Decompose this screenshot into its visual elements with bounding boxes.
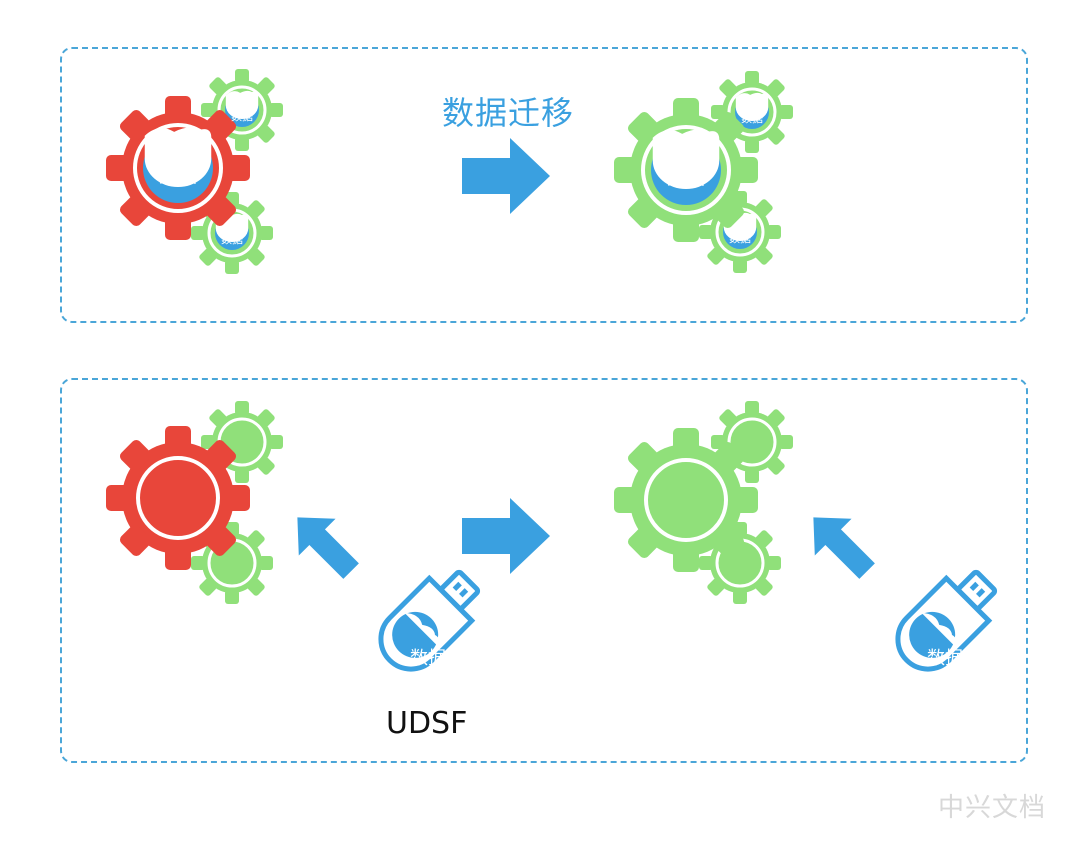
target-main-gear-icon [614,98,758,242]
source-small-top-gear-label: 数据 [231,109,253,123]
usb-left-label: 数据 [410,648,446,669]
bottom-panel [60,378,1028,763]
top-panel [60,47,1028,323]
target-small-top-gear-label: 数据 [741,111,763,125]
watermark: 中兴文档 [938,793,1047,823]
target-main-gear-icon [614,428,758,572]
target-main-gear-label: 数据 [667,167,705,189]
source-gear-cluster-top [106,69,283,274]
small-gear-icon [711,71,793,153]
small-gear-icon [201,69,283,151]
source-small-bottom-gear-label: 数据 [221,232,243,246]
usb-drive-icon [378,569,481,672]
diagonal-arrow-icon [297,517,359,579]
target-small-bottom-gear-label: 数据 [729,231,751,245]
usb-drive-icon [895,569,998,672]
migration-arrow-icon [462,498,550,574]
source-main-gear-icon [106,96,250,240]
udsf-label: UDSF [386,706,468,741]
migration-title: 数据迁移 [442,94,575,132]
target-gear-cluster-bottom [614,401,793,604]
source-gear-cluster-bottom [106,401,283,604]
small-gear-icon [711,401,793,483]
source-main-gear-label: 数据 [159,165,197,187]
usb-right-label: 数据 [927,648,963,669]
diagonal-arrow-icon [813,517,875,579]
source-main-gear-icon [106,426,250,570]
migration-arrow-icon [462,138,550,214]
target-gear-cluster-top [614,71,793,273]
